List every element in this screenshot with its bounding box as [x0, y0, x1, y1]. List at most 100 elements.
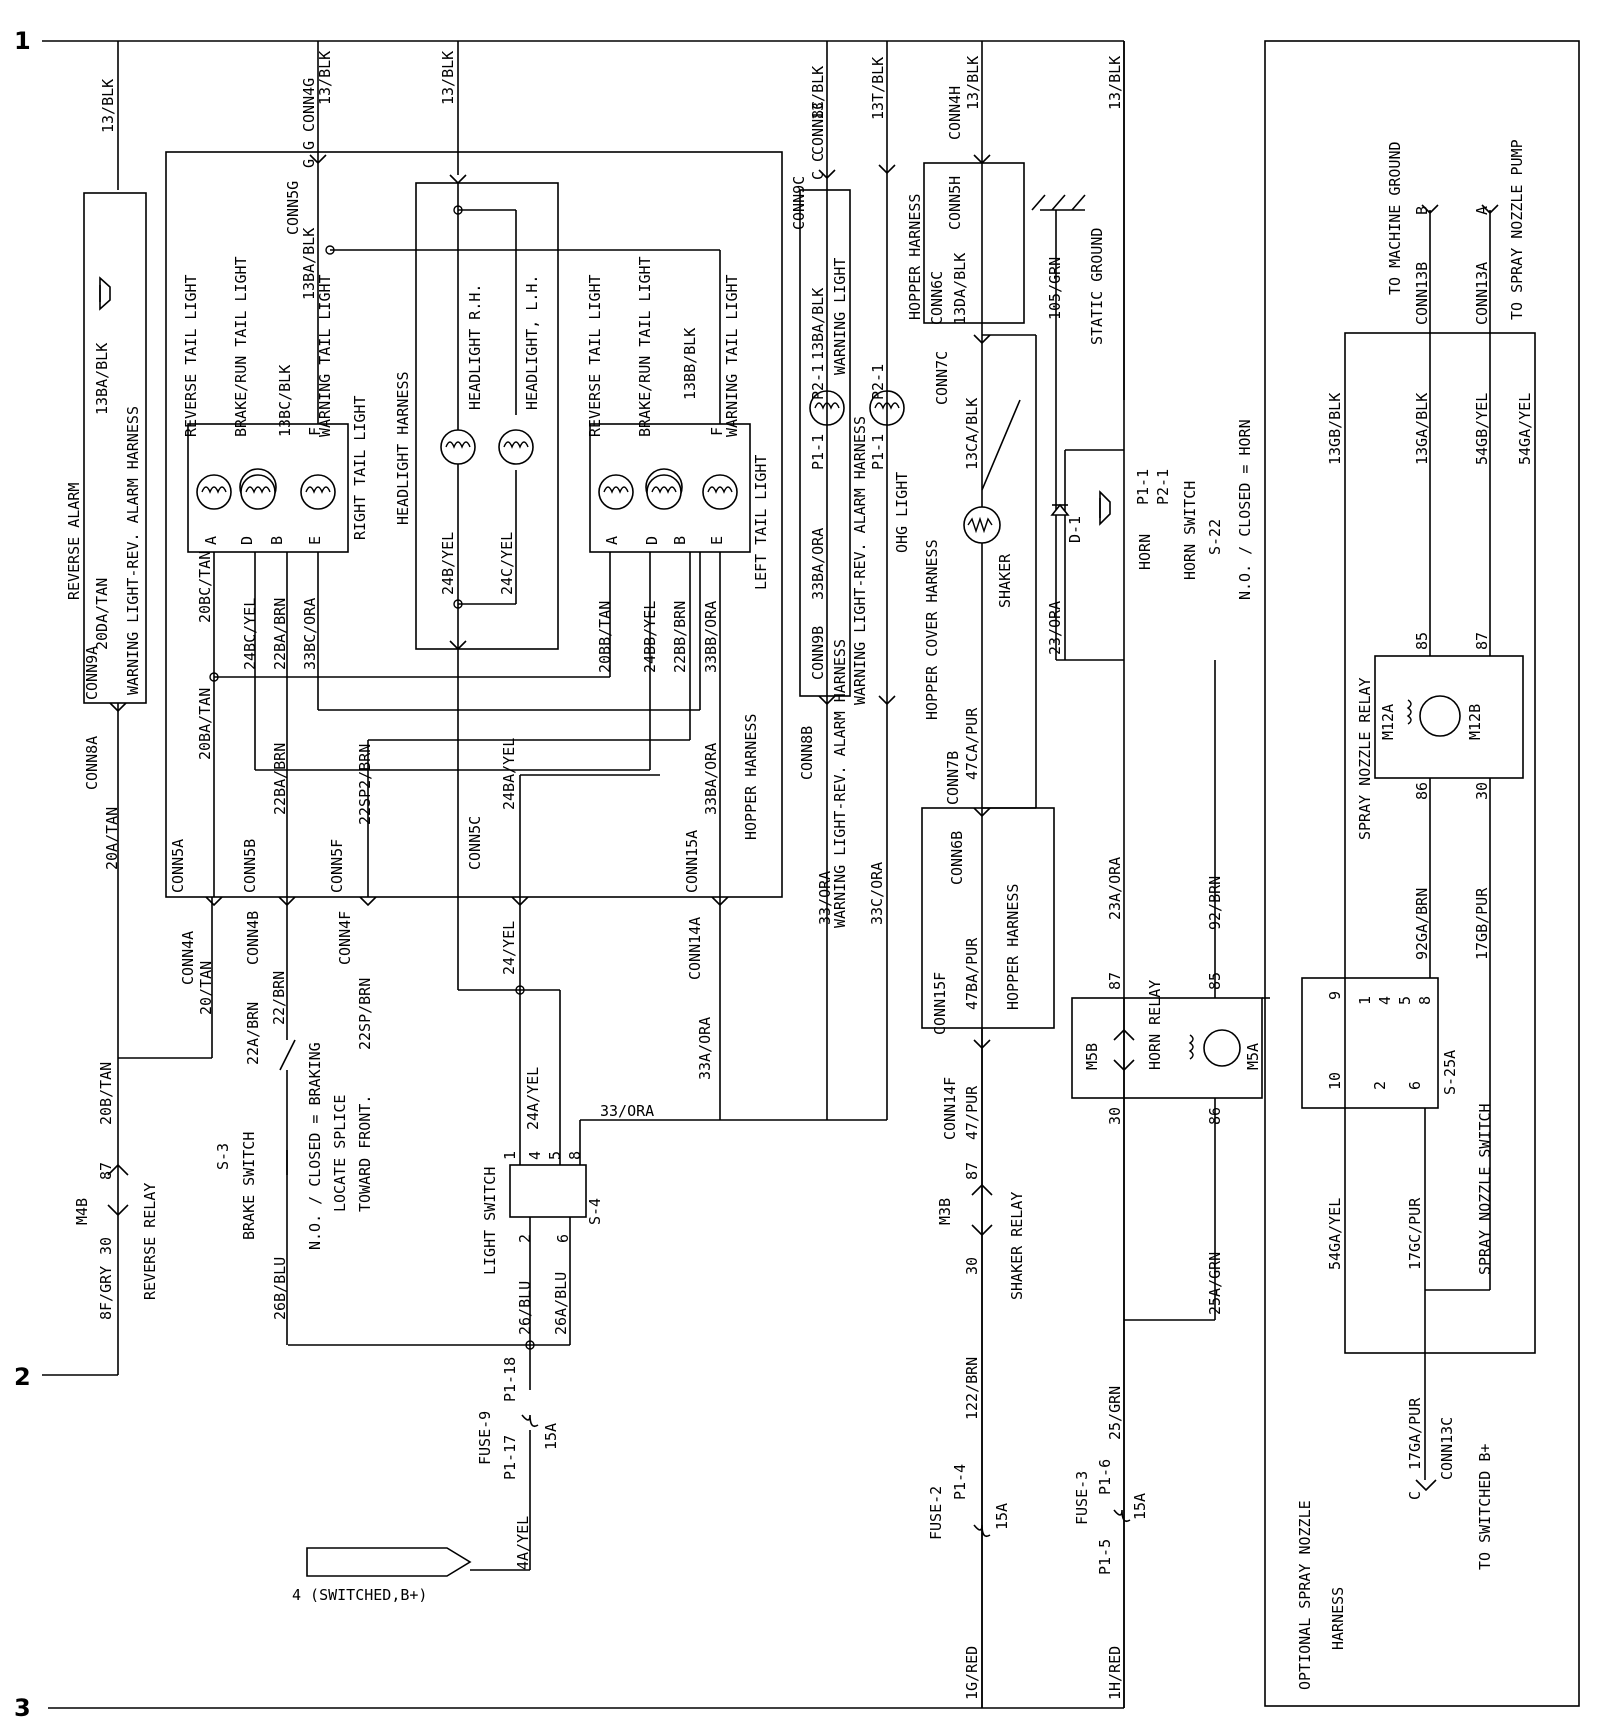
switch-pin: 8	[1416, 996, 1434, 1005]
pin-label: P1-5	[1096, 1539, 1114, 1575]
brake-switch-wiring	[279, 897, 296, 1345]
pin-label: P2-1	[869, 364, 887, 400]
harness-label: WARNING LIGHT-REV. ALARM HARNESS	[124, 406, 142, 695]
wire-label: 24BA/YEL	[500, 738, 518, 810]
switch-pin: 6	[1406, 1081, 1424, 1090]
ohg-light-label: OHG LIGHT	[893, 472, 911, 553]
connector-label: CONN4A	[179, 931, 197, 985]
shaker-relay-wiring	[971, 1028, 993, 1708]
hopper-cover-box-upper	[923, 162, 1025, 324]
wire-label: 33BC/ORA	[301, 598, 319, 670]
connector-label: CONN4H	[946, 86, 964, 140]
connector-label: CONN13A	[1473, 262, 1491, 325]
to-machine-ground: TO MACHINE GROUND	[1386, 141, 1404, 295]
tail-label: BRAKE/RUN TAIL LIGHT	[636, 256, 654, 437]
wire-label: 54GA/YEL	[1326, 1198, 1344, 1270]
wire-label: 13GA/BLK	[1413, 393, 1431, 465]
connector-label: CONN13B	[1413, 262, 1431, 325]
connector-label: CONN5F	[328, 839, 346, 893]
connector-label: CONN14A	[686, 917, 704, 980]
warning-light-wiring	[579, 165, 888, 1165]
shaker-relay-label: SHAKER RELAY	[1008, 1192, 1026, 1300]
pin-letter: B	[268, 536, 286, 545]
light-switch-wiring	[288, 897, 587, 1571]
to-switched-bplus: TO SWITCHED B+	[1476, 1444, 1494, 1570]
rail-label-2: 2	[14, 1363, 31, 1391]
wire-label: 13BA/BLK	[300, 228, 318, 300]
labels-headlights: HEADLIGHT HARNESS HEADLIGHT R.H. HEADLIG…	[394, 51, 541, 870]
hopper-harness-label: HOPPER HARNESS	[906, 194, 924, 320]
connector-label: CONN5B	[241, 839, 259, 893]
wire-label: 24C/YEL	[498, 532, 516, 595]
connector-label: CONN7B	[944, 751, 962, 805]
hopper-harness-label: HOPPER HARNESS	[1004, 884, 1022, 1010]
rail-label-1: 1	[14, 27, 31, 55]
pin-label: P1-1	[869, 434, 887, 470]
static-ground-symbol	[1031, 194, 1086, 660]
hopper-harness-label: HOPPER HARNESS	[742, 714, 760, 840]
wire-label: 13/BLK	[809, 66, 827, 120]
fuse-label: FUSE-2	[927, 1486, 945, 1540]
brake-note: LOCATE SPLICE	[331, 1095, 349, 1212]
labels-middle: 13/BLK CONN9C CONN8C C C 13BA/BLK WARNIN…	[790, 56, 1026, 1700]
wire-label: 33BA/ORA	[809, 528, 827, 600]
pin-letter: E	[708, 536, 726, 545]
reverse-alarm-symbol	[99, 276, 111, 311]
pin-letter: F	[708, 427, 726, 436]
headlight-label: HEADLIGHT, L.H.	[523, 275, 541, 410]
switch-pin: 2	[1371, 1081, 1389, 1090]
switch-pin: 10	[1326, 1072, 1344, 1090]
switch-pin: 4	[1376, 996, 1394, 1005]
wire-label: 33BA/ORA	[702, 743, 720, 815]
wire-label: 26B/BLU	[271, 1257, 289, 1320]
wire-label: 54GB/YEL	[1473, 393, 1491, 465]
wire-label: 47BA/PUR	[963, 937, 981, 1010]
wire-label: 13/BLK	[964, 56, 982, 110]
light-switch-label: LIGHT SWITCH	[481, 1167, 499, 1275]
pin-letter: F	[306, 427, 324, 436]
relay-pin: 86	[1413, 782, 1431, 800]
labels-lower-left: CONN4A 20/TAN 22A/BRN CONN4B 22/BRN CONN…	[179, 911, 714, 1604]
wire-label: 33C/ORA	[868, 862, 886, 925]
connector-label: CONN15F	[931, 972, 949, 1035]
wire-label: 20BB/TAN	[596, 601, 614, 673]
wire-label: 1H/RED	[1106, 1646, 1124, 1700]
relay-pin: 85	[1206, 972, 1224, 990]
pin-letter: D	[643, 536, 661, 545]
left-tail-lamps	[598, 468, 738, 510]
switch-pin: 2	[516, 1234, 534, 1243]
wire-label: 22BA/BRN	[271, 598, 289, 670]
wire-label: 4A/YEL	[514, 1516, 532, 1570]
wire-label: 13T/BLK	[869, 57, 887, 120]
wire-label: 22BA/BRN	[271, 743, 289, 815]
pin-label: B	[1413, 206, 1431, 215]
optional-harness-label: OPTIONAL SPRAY NOZZLE	[1296, 1500, 1314, 1690]
wire-label: 13/BLK	[316, 51, 334, 105]
labels-spray: TO MACHINE GROUND B CONN13B A CONN13A TO…	[1296, 139, 1534, 1690]
pin-label: P1-6	[1096, 1459, 1114, 1495]
pin-letter: D	[238, 536, 256, 545]
diode-label: D-1	[1066, 516, 1084, 543]
reverse-relay-wiring	[107, 1058, 129, 1375]
relay-pin: 30	[1473, 782, 1491, 800]
relay-pin: 87	[963, 1162, 981, 1180]
switch-id: S-4	[586, 1198, 604, 1225]
wire-label: 25/GRN	[1106, 1386, 1124, 1440]
wire-label: 13BB/BLK	[681, 328, 699, 400]
connector-label: CONN5G	[284, 181, 302, 235]
wire-label: 23A/ORA	[1106, 857, 1124, 920]
tail-label: WARNING TAIL LIGHT	[723, 274, 741, 437]
labels-tail-lights: REVERSE TAIL LIGHT BRAKE/RUN TAIL LIGHT …	[169, 51, 770, 893]
wire-label: 24A/YEL	[524, 1067, 542, 1130]
right-tail-light-label: RIGHT TAIL LIGHT	[351, 396, 369, 541]
tail-label: REVERSE TAIL LIGHT	[182, 274, 200, 437]
relay-pin: 87	[1473, 632, 1491, 650]
fuse-rating: 15A	[993, 1503, 1011, 1530]
relay-pin: 87	[97, 1162, 115, 1180]
left-tail-light-box	[589, 423, 751, 553]
switch-pin: 6	[554, 1234, 572, 1243]
main-wires	[117, 41, 1125, 400]
pin-label: P1-17	[501, 1435, 519, 1480]
shaker-motor	[963, 506, 1001, 544]
